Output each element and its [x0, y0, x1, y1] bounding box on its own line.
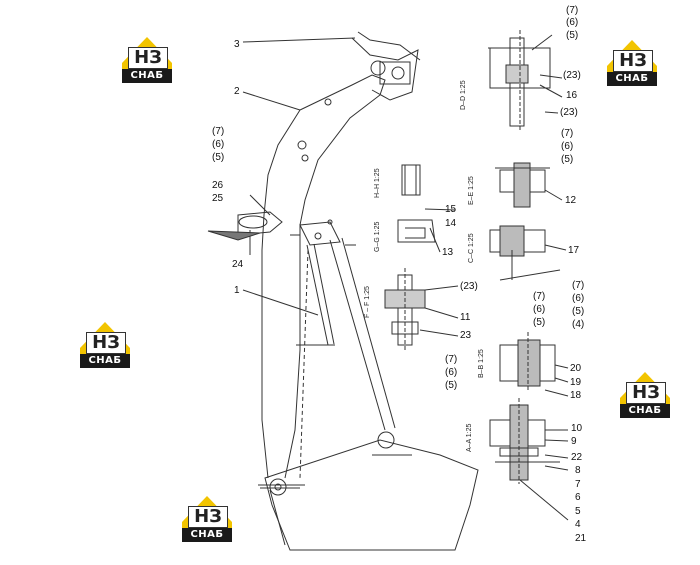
section-ee-label: E–E 1:25: [468, 176, 475, 205]
label-b20: 20: [570, 363, 582, 374]
label-a10: 10: [571, 423, 583, 434]
callout-6a: (6): [212, 139, 225, 150]
section-dd-label: D–D 1:25: [460, 80, 467, 110]
label-d5: (5): [566, 30, 579, 41]
nz-snab-logo: НЗ СНАБ: [603, 36, 661, 88]
label-e12: 12: [565, 195, 577, 206]
label-b6: (6): [533, 304, 546, 315]
label-a7: 7: [575, 479, 581, 490]
label-b5: (5): [533, 317, 546, 328]
label-a9: 9: [571, 436, 577, 447]
section-bb-label: B–B 1:25: [478, 349, 485, 378]
label-d23b: (23): [560, 107, 578, 118]
section-aa-label: A–A 1:25: [466, 423, 473, 452]
label-b18: 18: [570, 390, 582, 401]
label-f5: (5): [572, 306, 585, 317]
label-d23a: (23): [563, 70, 581, 81]
nz-snab-logo: НЗ СНАБ: [616, 368, 674, 420]
callout-2: 2: [234, 86, 240, 97]
label-b4: (4): [572, 319, 585, 330]
label-d7: (7): [566, 5, 579, 16]
label-b5b: (5): [445, 380, 458, 391]
section-cc-label: C–C 1:25: [468, 233, 475, 263]
section-ff-label: F – F 1:25: [364, 286, 371, 318]
label-e5: (5): [561, 154, 574, 165]
label-e6: (6): [561, 141, 574, 152]
label-a5: 5: [575, 506, 581, 517]
section-gg-label: G–G 1:25: [374, 221, 381, 252]
label-a4: 4: [575, 519, 581, 530]
section-hh-label: H–H 1:25: [374, 168, 381, 198]
label-f23: 23: [460, 330, 472, 341]
callout-7a: (7): [212, 126, 225, 137]
callout-1: 1: [234, 285, 240, 296]
label-h15: 15: [445, 204, 457, 215]
callout-5a: (5): [212, 152, 225, 163]
label-f6: (6): [572, 293, 585, 304]
nz-snab-logo: НЗ СНАБ: [76, 318, 134, 370]
callout-25: 25: [212, 193, 224, 204]
nz-snab-logo: НЗ СНАБ: [178, 492, 236, 544]
label-b6b: (6): [445, 367, 458, 378]
callout-24: 24: [232, 259, 244, 270]
label-a6: 6: [575, 492, 581, 503]
label-a21: 21: [575, 533, 587, 544]
label-e7: (7): [561, 128, 574, 139]
label-f11: 11: [460, 312, 471, 323]
label-a8: 8: [575, 465, 581, 476]
label-f7: (7): [572, 280, 585, 291]
label-b7: (7): [533, 291, 546, 302]
label-d16: 16: [566, 90, 578, 101]
label-b7b: (7): [445, 354, 458, 365]
label-d6: (6): [566, 17, 579, 28]
nz-snab-logo: НЗ СНАБ: [118, 33, 176, 85]
callout-3: 3: [234, 39, 240, 50]
label-f23a: (23): [460, 281, 478, 292]
label-a22: 22: [571, 452, 583, 463]
label-c17: 17: [568, 245, 580, 256]
callout-26: 26: [212, 180, 224, 191]
label-h14: 14: [445, 218, 457, 229]
label-b19: 19: [570, 377, 582, 388]
label-g13: 13: [442, 247, 454, 258]
